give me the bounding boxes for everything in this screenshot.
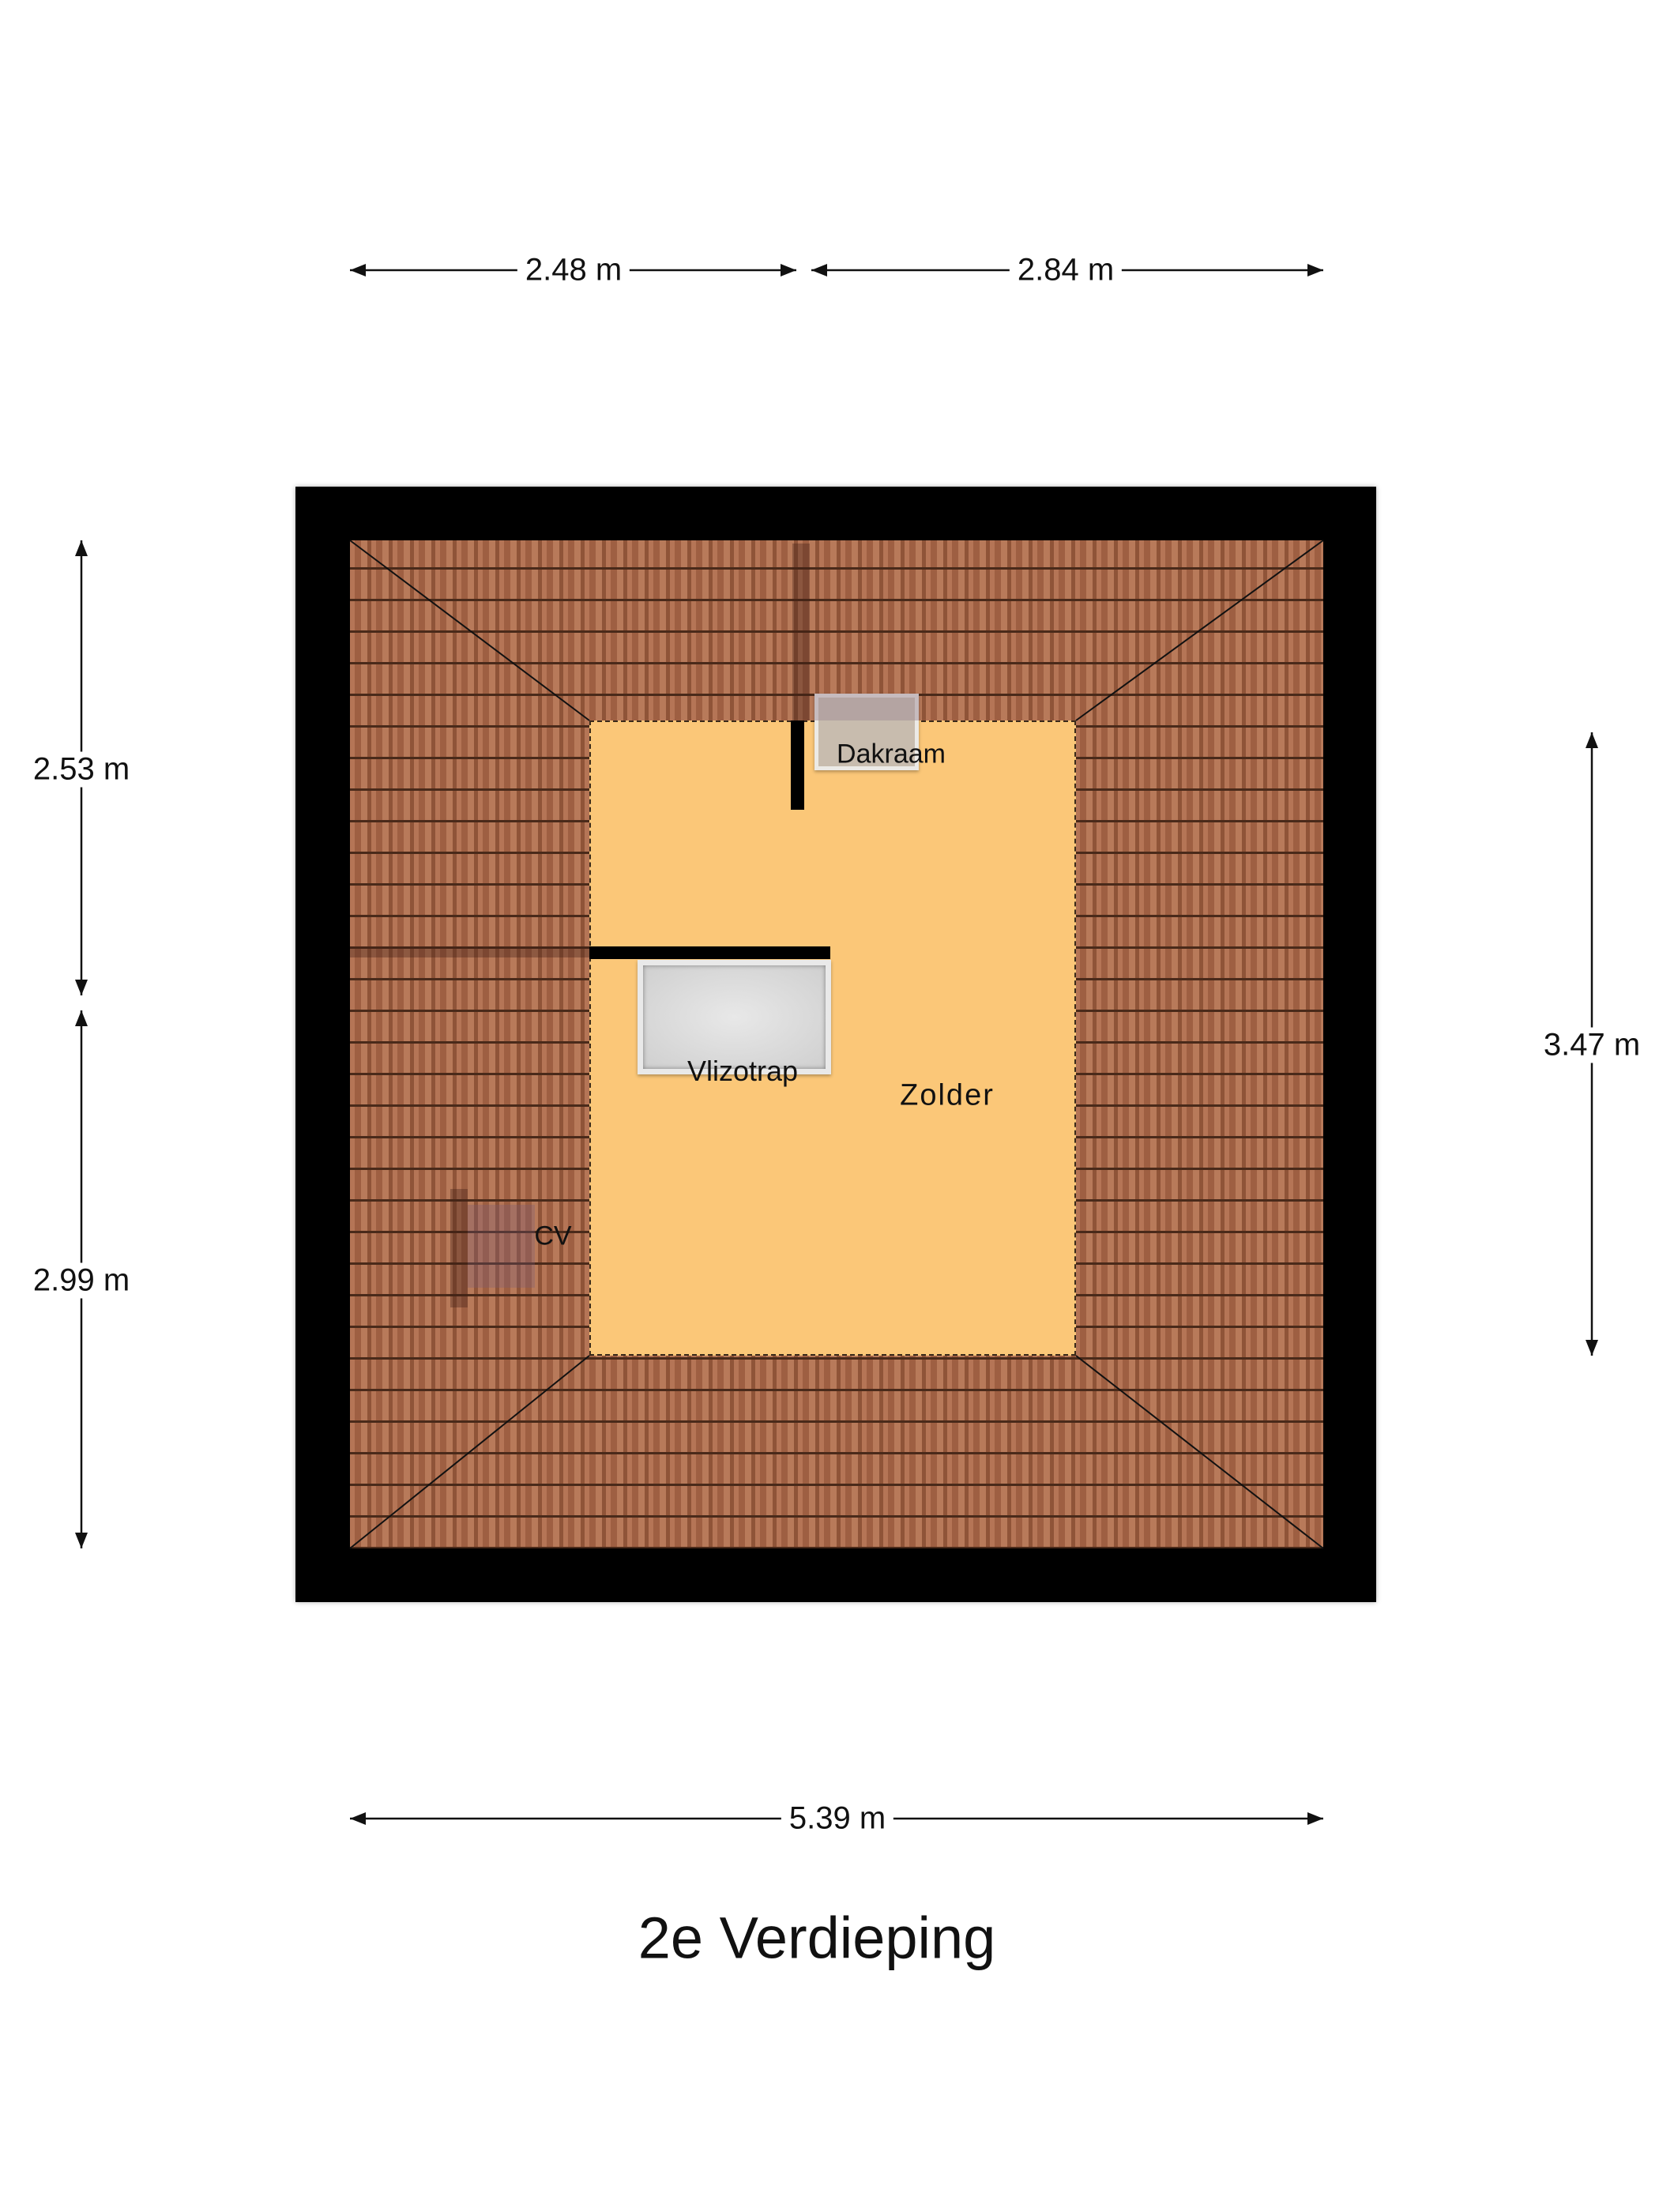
cv-label: CV bbox=[534, 1221, 572, 1251]
dim-label-left-lower: 2.99 m bbox=[24, 1262, 138, 1299]
interior-wall bbox=[589, 946, 830, 959]
skylight-overhang bbox=[814, 694, 919, 720]
dim-label-top-left: 2.48 m bbox=[517, 252, 630, 288]
cv-unit-shadow bbox=[450, 1189, 468, 1307]
dim-label-left-upper: 2.53 m bbox=[24, 751, 138, 788]
floor-title: 2e Verdieping bbox=[638, 1905, 996, 1971]
wall-under-roof bbox=[350, 946, 589, 957]
wall-under-roof bbox=[792, 544, 810, 720]
cv-unit bbox=[468, 1205, 535, 1288]
skylight-label: Dakraam bbox=[837, 739, 946, 769]
dim-label-right: 3.47 m bbox=[1535, 1027, 1649, 1063]
dim-label-bottom: 5.39 m bbox=[781, 1800, 894, 1837]
stair-label: Vlizotrap bbox=[687, 1055, 799, 1087]
room-label-zolder: Zolder bbox=[900, 1078, 995, 1112]
interior-wall bbox=[791, 720, 804, 810]
dim-label-top-right: 2.84 m bbox=[1009, 252, 1123, 288]
loft-ladder-vlizotrap bbox=[638, 960, 831, 1074]
